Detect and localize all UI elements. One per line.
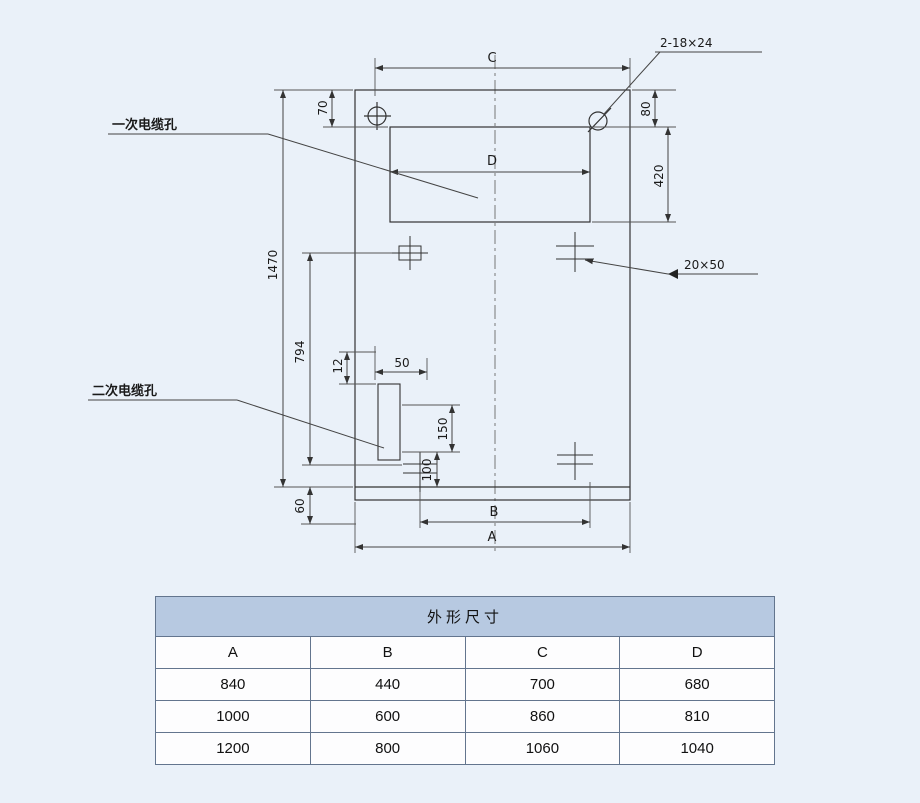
primary-cable-hole-label: 一次电缆孔 [112,117,177,133]
col-header-b: B [309,636,466,669]
dim-70-label: 70 [316,100,330,115]
dim-12-label: 12 [331,358,345,373]
cell-c1: 700 [464,668,621,701]
dim-60-label: 60 [293,498,307,513]
dim-d-label: D [487,154,497,169]
cell-a3: 1200 [155,732,311,765]
leader-lines [88,51,762,449]
dim-150-label: 150 [436,418,450,441]
dim-794-label: 794 [293,341,307,364]
dim-50-label: 50 [394,356,409,370]
dim-100-label: 100 [420,459,434,482]
dim-1470-label: 1470 [266,250,280,281]
drawing-canvas: C D B A 1470 70 794 12 50 150 100 60 80 … [88,36,762,553]
cell-b1: 440 [309,668,466,701]
cell-d3: 1040 [619,732,775,765]
table-title: 外形尺寸 [155,596,775,637]
cell-d2: 810 [619,700,775,733]
technical-drawing: C D B A 1470 70 794 12 50 150 100 60 80 … [88,36,762,553]
table-row: 1000 600 860 810 [155,700,775,733]
extension-lines [274,58,676,553]
dimensions-table: 外形尺寸 A B C D 840 440 700 680 1000 600 86… [155,596,775,765]
table-row: 1200 800 1060 1040 [155,732,775,765]
cell-a2: 1000 [155,700,311,733]
dim-a-label: A [488,530,497,545]
mounting-slots [392,232,594,492]
table-header-row: A B C D [155,636,775,669]
cabinet-outline [354,89,631,501]
dim-80-label: 80 [639,101,653,116]
col-header-c: C [464,636,621,669]
cell-a1: 840 [155,668,311,701]
cell-c3: 1060 [464,732,621,765]
cell-b2: 600 [309,700,466,733]
dim-c-label: C [487,51,496,66]
col-header-d: D [619,636,775,669]
slot-spec-label: 20×50 [684,258,725,272]
col-header-a: A [155,636,311,669]
secondary-cable-hole-label: 二次电缆孔 [92,383,157,399]
cell-b3: 800 [309,732,466,765]
dimension-lines [280,65,671,550]
cell-c2: 860 [464,700,621,733]
secondary-cable-hole-cutout [377,383,401,461]
holes-spec-label: 2-18×24 [660,36,713,50]
table-title-row: 外形尺寸 [155,596,775,637]
table-row: 840 440 700 680 [155,668,775,701]
dim-b-label: B [490,505,499,520]
cell-d1: 680 [619,668,775,701]
dim-420-label: 420 [652,165,666,188]
slot-symbol-icon [668,269,678,279]
